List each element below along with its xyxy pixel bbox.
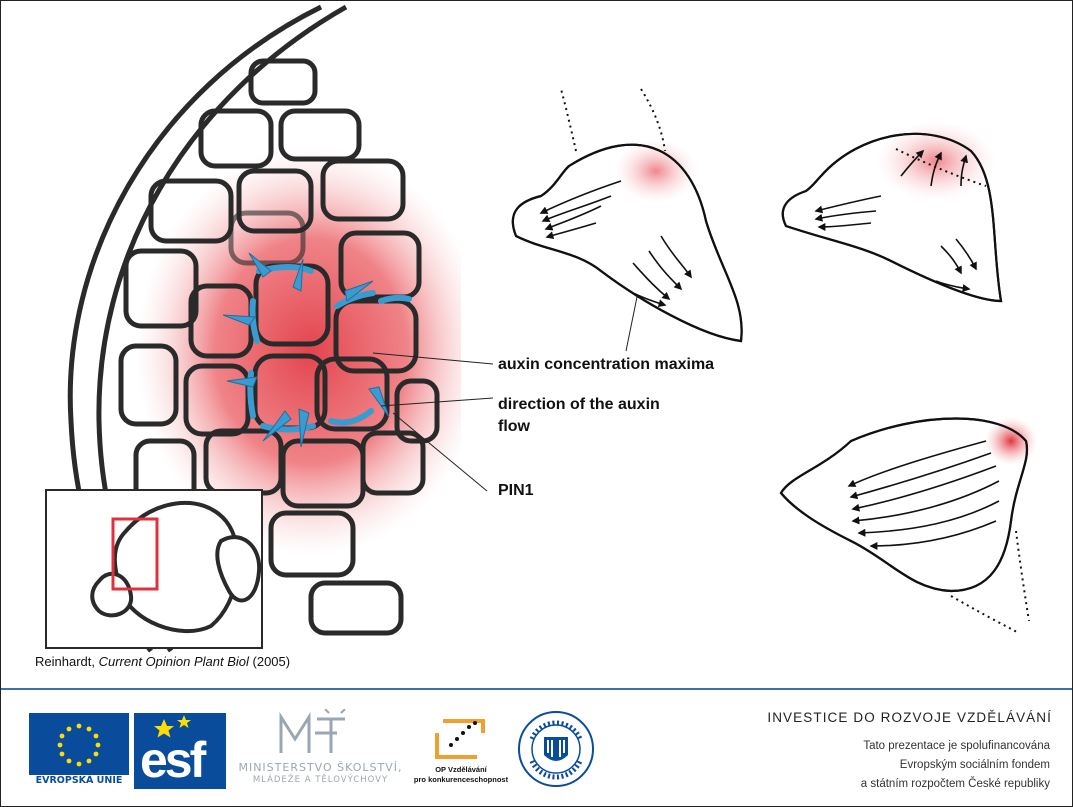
label-flow-line1: direction of the auxin xyxy=(498,394,660,415)
fund-line1: Tato prezentace je spolufinancována xyxy=(863,740,1050,752)
citation-author: Reinhardt, xyxy=(35,654,99,669)
esf-logo: esf xyxy=(134,713,226,789)
op-line1: OP Vzdělávání xyxy=(411,765,511,774)
fund-line2: Evropským sociálním fondem xyxy=(900,759,1050,771)
op-icon xyxy=(411,713,511,765)
label-pin1: PIN1 xyxy=(498,480,534,501)
label-auxin-maxima: auxin concentration maxima xyxy=(498,354,714,375)
muni-seal-icon xyxy=(516,709,596,789)
footer-divider xyxy=(1,688,1072,690)
msmt-monogram-icon xyxy=(233,709,408,757)
inset-diagram xyxy=(46,490,262,648)
auxin-diagram xyxy=(1,1,1072,681)
fund-line3: a státním rozpočtem České republiky xyxy=(861,778,1050,790)
citation: Reinhardt, Current Opinion Plant Biol (2… xyxy=(35,654,290,669)
muni-seal xyxy=(516,709,596,789)
citation-journal: Current Opinion Plant Biol xyxy=(99,654,249,669)
op-logo: OP Vzdělávání pro konkurenceschopnost xyxy=(411,713,511,789)
op-line2: pro konkurenceschopnost xyxy=(411,775,511,784)
primordium-b xyxy=(783,121,1001,301)
msmt-line2: MLÁDEŽE A TĚLOVÝCHOVY xyxy=(233,775,408,785)
citation-year: (2005) xyxy=(249,654,290,669)
msmt-logo: MINISTERSTVO ŠKOLSTVÍ, MLÁDEŽE A TĚLOVÝC… xyxy=(233,709,408,789)
esf-label: esf xyxy=(140,731,203,789)
primordium-a xyxy=(513,89,742,341)
primordium-c xyxy=(781,417,1037,633)
investice-heading: INVESTICE DO ROZVOJE VZDĚLÁVÁNÍ xyxy=(767,710,1052,725)
label-flow-line2: flow xyxy=(498,416,530,437)
eu-label: EVROPSKÁ UNIE xyxy=(29,775,129,786)
msmt-line1: MINISTERSTVO ŠKOLSTVÍ, xyxy=(233,761,408,774)
eu-logo: EVROPSKÁ UNIE xyxy=(29,713,129,789)
